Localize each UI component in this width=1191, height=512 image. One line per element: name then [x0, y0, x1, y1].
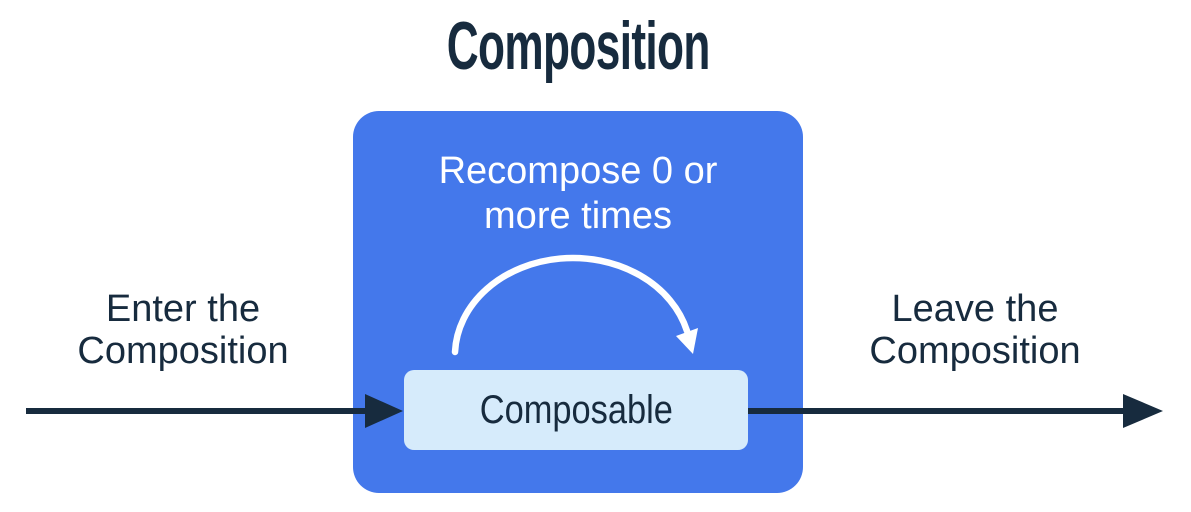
recompose-label-line2: more times — [484, 195, 672, 237]
recompose-label: Recompose 0 or more times — [353, 149, 803, 239]
leave-arrow-icon — [748, 394, 1163, 428]
recompose-label-line1: Recompose 0 or — [438, 150, 718, 192]
composable-label: Composable — [479, 387, 673, 432]
enter-composition-label: Enter the Composition — [33, 288, 333, 372]
enter-label-line1: Enter the — [105, 288, 261, 330]
enter-label-line2: Composition — [77, 330, 289, 372]
page-title: Composition — [353, 12, 803, 80]
composable-box: Composable — [404, 370, 748, 450]
leave-label-line2: Composition — [869, 330, 1081, 372]
enter-arrow-icon — [26, 394, 403, 428]
page-title-text: Composition — [446, 8, 711, 84]
leave-label-line1: Leave the — [891, 288, 1059, 330]
leave-composition-label: Leave the Composition — [825, 288, 1125, 372]
